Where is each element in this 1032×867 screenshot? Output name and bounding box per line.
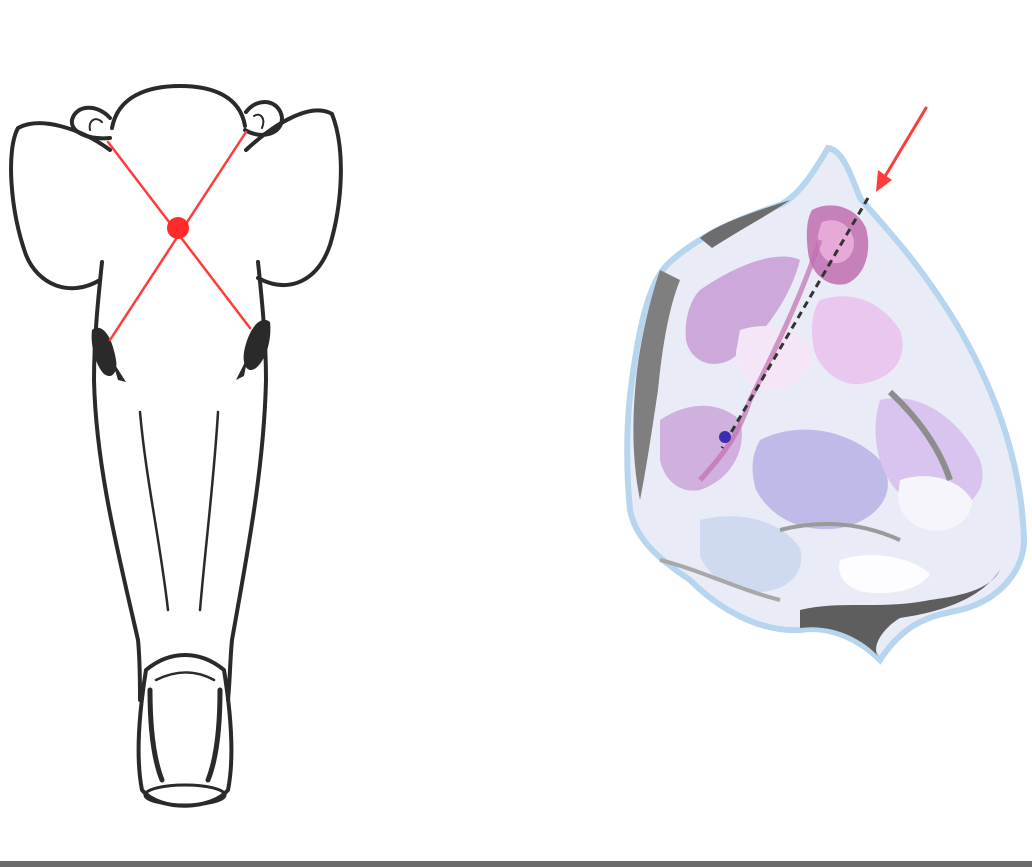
landmark-point bbox=[167, 217, 189, 239]
poll-outline bbox=[112, 86, 245, 128]
left-ear bbox=[11, 123, 110, 288]
target-point bbox=[719, 431, 731, 443]
bottom-border-bar bbox=[0, 861, 1032, 867]
skull-cross-section bbox=[627, 148, 1024, 660]
red-arrow bbox=[876, 108, 926, 192]
cow-head-illustration bbox=[11, 86, 341, 806]
right-ear bbox=[246, 110, 341, 285]
